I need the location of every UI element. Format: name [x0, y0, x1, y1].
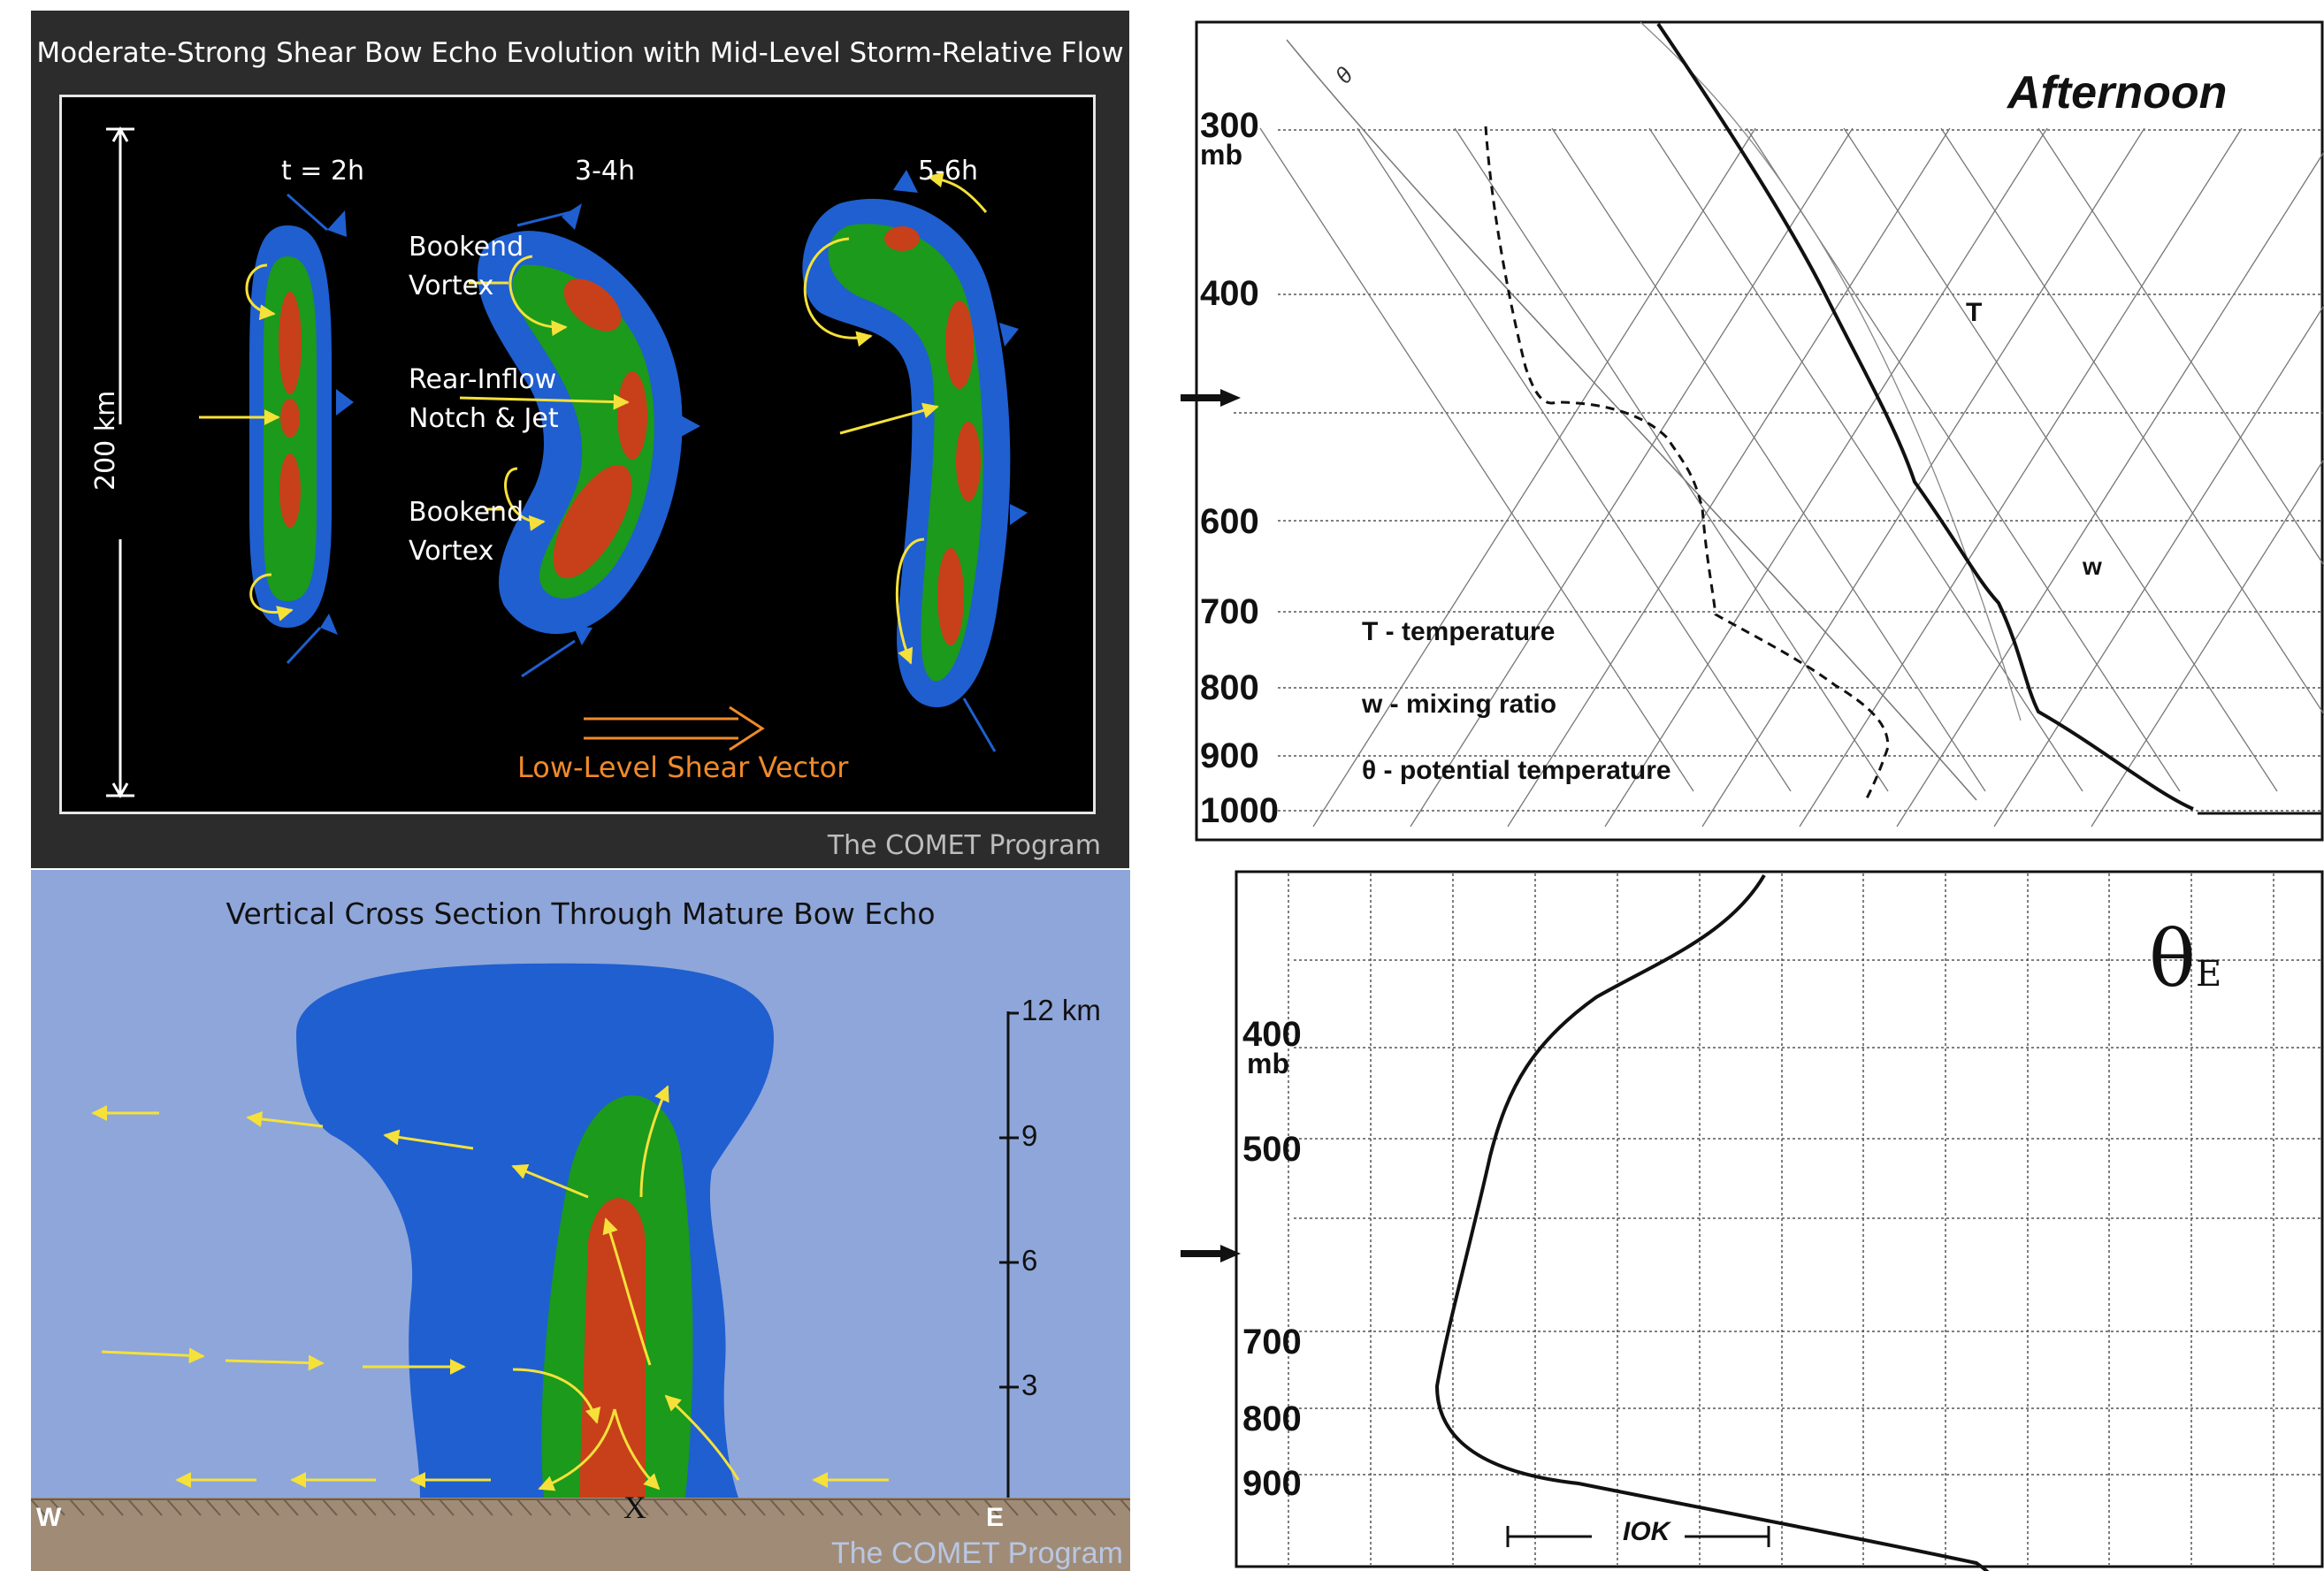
west-label: W — [36, 1503, 62, 1532]
pressure-label-300: 300 — [1200, 106, 1259, 145]
theta-e-diagram — [1181, 870, 2324, 1571]
theta-e-profile-panel: θE 400 mb 500 700 800 900 IOK — [1181, 865, 2324, 1571]
temperature-tag: T — [1966, 298, 1983, 327]
scale-label: IOK — [1623, 1517, 1670, 1546]
afternoon-sounding-panel: Afternoon 300 mb 400 600 700 800 900 100… — [1181, 13, 2324, 843]
pressure-label-900: 900 — [1200, 736, 1259, 775]
scale-bar — [1506, 1526, 1770, 1547]
echo-t2h — [199, 193, 354, 665]
scale-bar — [106, 126, 134, 799]
bow-echo-evolution-panel: Moderate-Strong Shear Bow Echo Evolution… — [31, 11, 1129, 868]
pressure-label-700: 700 — [1200, 592, 1259, 631]
legend-mixing-ratio: w - mixing ratio — [1362, 690, 1557, 719]
dewpoint-curve — [1484, 126, 1890, 801]
pressure-label-600: 600 — [1200, 502, 1259, 541]
sounding-heading: Afternoon — [2007, 67, 2228, 118]
time-label-5-6h: 5-6h — [918, 156, 979, 187]
pressure-unit: mb — [1247, 1048, 1289, 1079]
legend-temperature: T - temperature — [1362, 617, 1556, 646]
legend-potential-temperature: θ - potential temperature — [1362, 756, 1671, 785]
pressure-label-800: 800 — [1200, 668, 1259, 707]
panel-title: Moderate-Strong Shear Bow Echo Evolution… — [36, 37, 1124, 69]
theta-e-heading: θE — [2149, 913, 2221, 1004]
pressure-label-500: 500 — [1242, 1130, 1302, 1169]
height-tick-6: 6 — [1021, 1244, 1038, 1277]
shear-vector-label: Low-Level Shear Vector — [517, 751, 849, 784]
bookend-vortex-top-label-line2: Vortex — [409, 271, 494, 301]
shear-vector-arrow — [584, 705, 765, 751]
bow-echo-drawing — [106, 126, 1028, 799]
diagram-frame: t = 2h 3-4h 5-6h 200 km Bookend Vortex R… — [59, 95, 1096, 814]
bookend-vortex-top-label-line1: Bookend — [409, 232, 524, 263]
credit-label: The COMET Program — [830, 1537, 1123, 1570]
time-label-2h: t = 2h — [281, 156, 365, 187]
storm-position-marker: X — [623, 1490, 646, 1525]
height-tick-9: 9 — [1021, 1119, 1038, 1152]
sounding-diagram — [1181, 20, 2324, 842]
bookend-vortex-bottom-label-line2: Vortex — [409, 536, 494, 567]
panel-title: Vertical Cross Section Through Mature Bo… — [226, 896, 936, 931]
height-tick-12km: 12 km — [1021, 994, 1101, 1026]
pressure-label-700: 700 — [1242, 1323, 1302, 1361]
cross-section-drawing — [31, 963, 1130, 1571]
cross-section-panel: Vertical Cross Section Through Mature Bo… — [31, 870, 1130, 1571]
ground — [31, 1498, 1130, 1571]
rear-inflow-label-line2: Notch & Jet — [409, 403, 559, 434]
flow-arrows — [91, 1085, 889, 1491]
mixing-ratio-tag: w — [2083, 553, 2102, 580]
theta-subscript: E — [2195, 954, 2222, 995]
scale-label: 200 km — [90, 390, 121, 491]
credit-label: The COMET Program — [827, 830, 1101, 861]
pressure-label-400: 400 — [1200, 274, 1259, 313]
height-tick-3: 3 — [1021, 1369, 1038, 1401]
pressure-unit: mb — [1200, 139, 1242, 171]
temperature-curve — [1656, 22, 2194, 811]
level-arrow — [1181, 389, 1241, 407]
pressure-label-900: 900 — [1242, 1464, 1302, 1503]
east-label: E — [986, 1503, 1005, 1532]
height-axis — [999, 1011, 1019, 1498]
echo-3-4h — [459, 203, 700, 678]
time-label-3-4h: 3-4h — [575, 156, 636, 187]
pressure-label-1000: 1000 — [1200, 791, 1279, 830]
pressure-label-400: 400 — [1242, 1015, 1302, 1054]
pressure-label-800: 800 — [1242, 1399, 1302, 1438]
theta-symbol: θ — [2149, 913, 2196, 1004]
bookend-vortex-bottom-label-line1: Bookend — [409, 497, 524, 528]
rear-inflow-label-line1: Rear-Inflow — [409, 364, 557, 395]
theta-e-curve — [1434, 873, 1990, 1571]
storm-cloud — [296, 963, 774, 1498]
level-arrow — [1181, 1245, 1241, 1262]
echo-5-6h — [802, 170, 1028, 752]
